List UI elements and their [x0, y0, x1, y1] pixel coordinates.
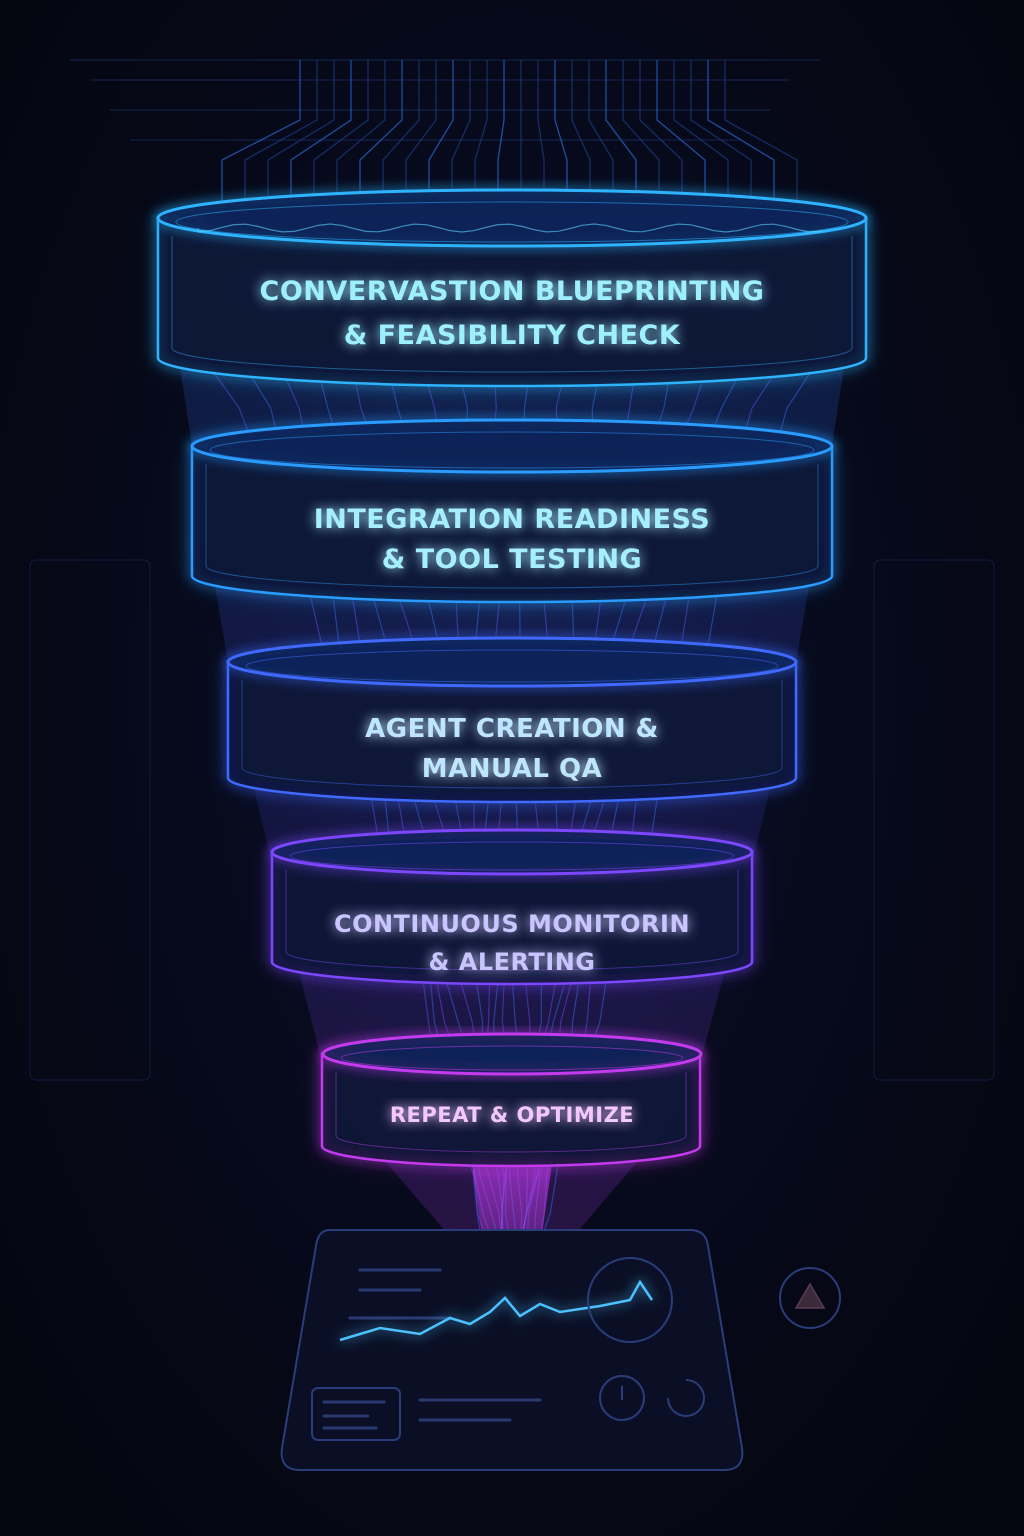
circuit-trace	[656, 60, 706, 210]
stage-label-line1: INTEGRATION READINESS	[314, 504, 710, 535]
dashboard-device	[280, 1229, 841, 1471]
circuit-trace	[639, 60, 683, 210]
circuit-trace	[336, 60, 386, 210]
circuit-trace	[382, 60, 420, 210]
circuit-trace	[605, 60, 637, 210]
stage-top-rim	[270, 828, 754, 876]
circuit-trace	[724, 60, 798, 210]
funnel-stage: AGENT CREATION & MANUAL QA	[226, 636, 798, 804]
stage-body	[190, 444, 834, 604]
stage-inner-rim	[241, 680, 783, 789]
circuit-trace	[571, 60, 591, 210]
water-ripple	[197, 223, 823, 233]
circuit-trace	[290, 60, 352, 210]
circuit-trace	[359, 60, 403, 210]
stage-body	[226, 660, 798, 804]
stage-inner-rim	[335, 1072, 687, 1153]
circuit-trace	[244, 60, 318, 210]
circuit-trace	[451, 60, 471, 210]
circuit-trace	[267, 60, 335, 210]
warning-icon	[779, 1267, 841, 1329]
clock-icon	[599, 1375, 645, 1421]
refresh-icon	[667, 1379, 705, 1417]
funnel-stages: CONVERVASTION BLUEPRINTING & FEASIBILITY …	[156, 188, 868, 1168]
funnel-stage: INTEGRATION READINESS & TOOL TESTING	[190, 418, 834, 604]
stage-top-inner	[245, 649, 779, 683]
stage-top-rim	[190, 418, 834, 474]
stage-label-line2: & TOOL TESTING	[382, 544, 642, 575]
side-panel-left	[29, 559, 151, 1081]
circuit-trace	[313, 60, 369, 210]
stage-body	[320, 1052, 702, 1168]
stage-label-line2: MANUAL QA	[422, 754, 603, 784]
gauge-icon	[587, 1257, 673, 1343]
stage-label-line2: & FEASIBILITY CHECK	[344, 320, 681, 351]
stage-top-rim	[156, 188, 868, 248]
stage-top-inner	[289, 841, 735, 871]
stage-label-line2: & ALERTING	[428, 948, 595, 976]
stage-label-line1: CONTINUOUS MONITORIN	[334, 910, 690, 938]
chart-line-icon	[339, 1279, 654, 1342]
dashboard-card	[311, 1387, 401, 1441]
warning-triangle	[794, 1282, 826, 1309]
circuit-trace	[474, 60, 488, 210]
side-panel-right	[873, 559, 995, 1081]
stage-label-line1: AGENT CREATION &	[365, 714, 659, 744]
stage-top-rim	[226, 636, 798, 688]
stage-top-inner	[340, 1045, 684, 1071]
stage-label-line1: CONVERVASTION BLUEPRINTING	[260, 276, 765, 307]
circuit-trace	[673, 60, 729, 210]
stage-body	[156, 216, 868, 388]
funnel-stage: CONVERVASTION BLUEPRINTING & FEASIBILITY …	[156, 188, 868, 388]
background-circuit-lines	[29, 59, 995, 1081]
circuit-trace	[405, 60, 437, 210]
circuit-trace	[622, 60, 660, 210]
stage-top-rim	[321, 1032, 703, 1076]
circuit-trace	[497, 60, 505, 210]
circuit-trace	[221, 60, 301, 210]
stage-inner-rim	[285, 870, 739, 971]
funnel-stage: REPEAT & OPTIMIZE	[320, 1032, 703, 1168]
stage-top-inner	[175, 201, 849, 243]
stage-inner-rim	[205, 464, 819, 589]
circuit-trace	[690, 60, 752, 210]
circuit-trace	[537, 60, 545, 210]
stage-top-inner	[209, 431, 815, 469]
circuit-trace	[554, 60, 568, 210]
dashboard-tablet	[280, 1229, 744, 1471]
stage-body	[270, 850, 754, 986]
stage-inner-rim	[171, 236, 853, 373]
funnel-stage: CONTINUOUS MONITORIN & ALERTING	[270, 828, 754, 986]
stage-label-line1: REPEAT & OPTIMIZE	[390, 1103, 634, 1127]
circuit-trace	[588, 60, 614, 210]
circuit-trace	[707, 60, 775, 210]
circuit-trace	[428, 60, 454, 210]
